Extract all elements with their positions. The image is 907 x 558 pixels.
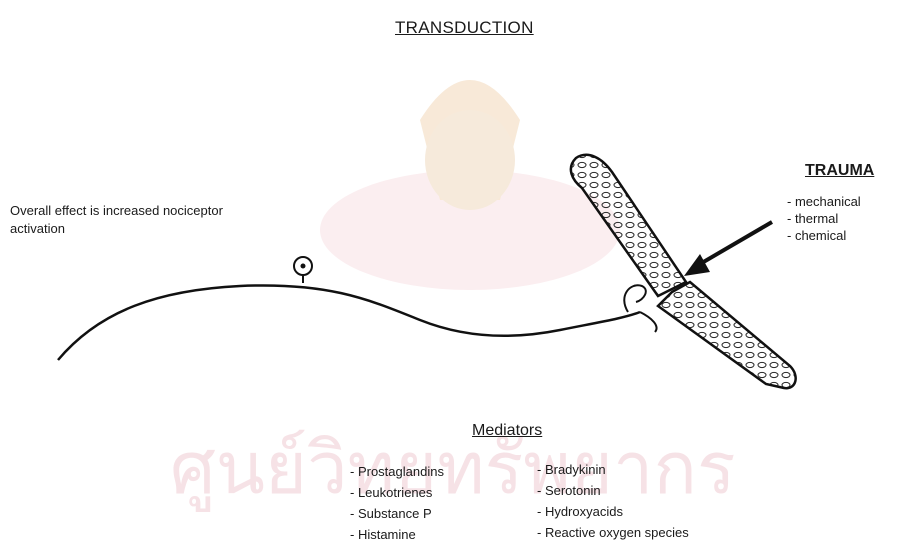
mediator-item: - Serotonin bbox=[537, 480, 689, 501]
nerve-ending bbox=[624, 285, 646, 312]
mediators-title: Mediators bbox=[472, 422, 542, 440]
mediator-item: - Substance P bbox=[350, 503, 444, 524]
mediator-item: - Histamine bbox=[350, 524, 444, 545]
vessel-upper bbox=[571, 155, 686, 296]
trauma-arrowhead bbox=[684, 254, 710, 276]
mediator-item: - Hydroxyacids bbox=[537, 501, 689, 522]
vessel-lower bbox=[658, 282, 796, 388]
nerve-fiber bbox=[58, 285, 640, 360]
mediator-item: - Leukotrienes bbox=[350, 482, 444, 503]
mediator-item: - Reactive oxygen species bbox=[537, 522, 689, 543]
mediator-item: - Bradykinin bbox=[537, 459, 689, 480]
mediators-right-list: - Bradykinin - Serotonin - Hydroxyacids … bbox=[537, 459, 689, 543]
nerve-ending-2 bbox=[640, 312, 657, 332]
mediators-left-list: - Prostaglandins - Leukotrienes - Substa… bbox=[350, 461, 444, 545]
receptor-dot bbox=[301, 264, 306, 269]
mediator-item: - Prostaglandins bbox=[350, 461, 444, 482]
trauma-arrow bbox=[700, 222, 772, 264]
